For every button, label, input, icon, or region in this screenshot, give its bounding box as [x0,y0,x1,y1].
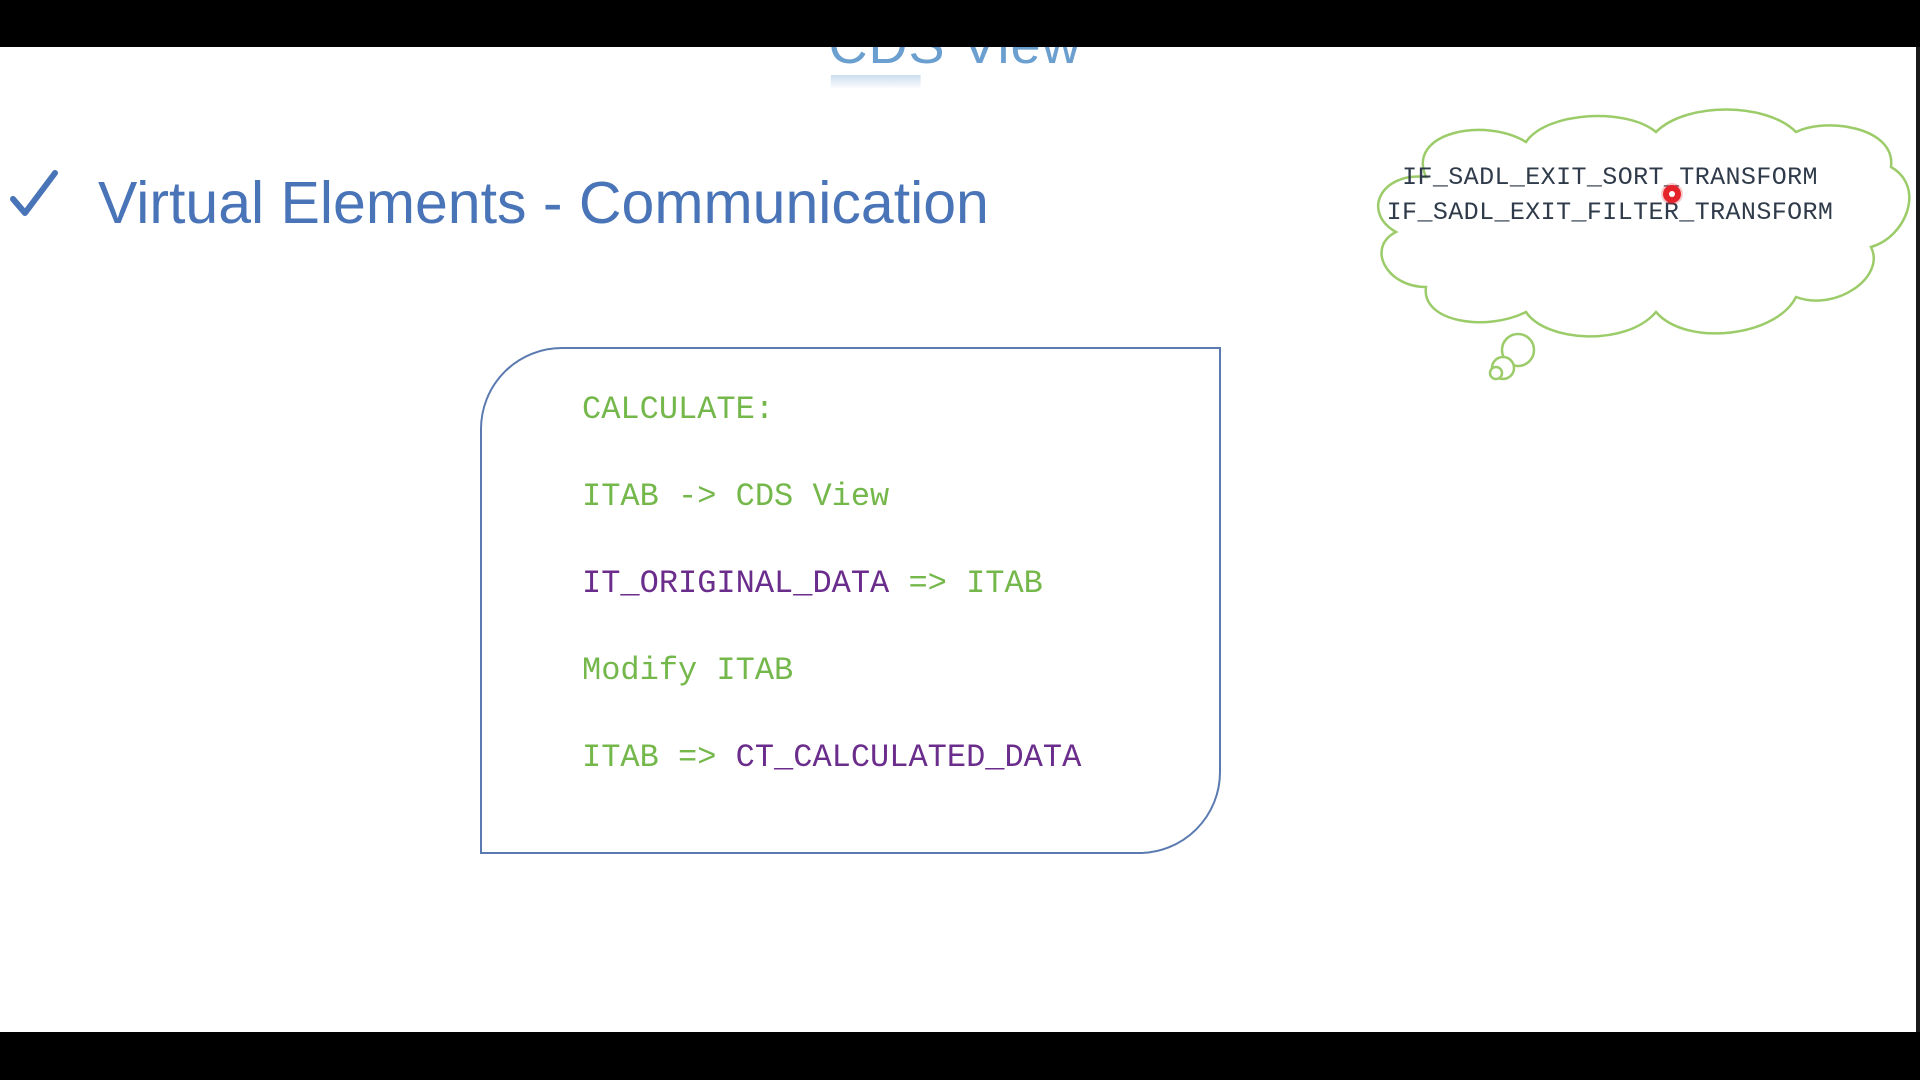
slide-title-reflection [830,75,921,89]
code-token-ct-calculated-data: CT_CALCULATED_DATA [735,739,1082,776]
slide-right-edge [1916,47,1920,1032]
code-box: CALCULATE: ITAB -> CDS View IT_ORIGINAL_… [480,347,1221,854]
pointer-dot-icon [1663,185,1681,203]
presentation-slide: CDS View Virtual Elements - Communicatio… [0,47,1919,1032]
cloud-text-filter-transform: IF_SADL_EXIT_FILTER_TRANSFORM [1386,198,1834,227]
slide-title: CDS View [0,47,1910,76]
bullet-heading: Virtual Elements - Communication [98,170,989,236]
code-line-original-data: IT_ORIGINAL_DATA => ITAB [582,565,1043,602]
checkmark-icon [10,170,58,216]
code-line-itab-to-cds: ITAB -> CDS View [582,478,890,515]
code-token-it-original-data: IT_ORIGINAL_DATA [582,565,890,602]
code-line-calculate: CALCULATE: [582,391,775,428]
cloud-text-sort-transform: IF_SADL_EXIT_SORT_TRANSFORM [1402,163,1818,192]
code-token-assign-itab: => ITAB [889,565,1043,602]
video-letterbox-top [0,0,1920,47]
code-line-calculated-data: ITAB => CT_CALCULATED_DATA [582,739,1081,776]
code-token-itab-assign: ITAB => [582,739,736,776]
thought-cloud-icon [1376,108,1911,381]
code-line-modify-itab: Modify ITAB [582,652,794,689]
video-letterbox-bottom [0,1032,1920,1080]
